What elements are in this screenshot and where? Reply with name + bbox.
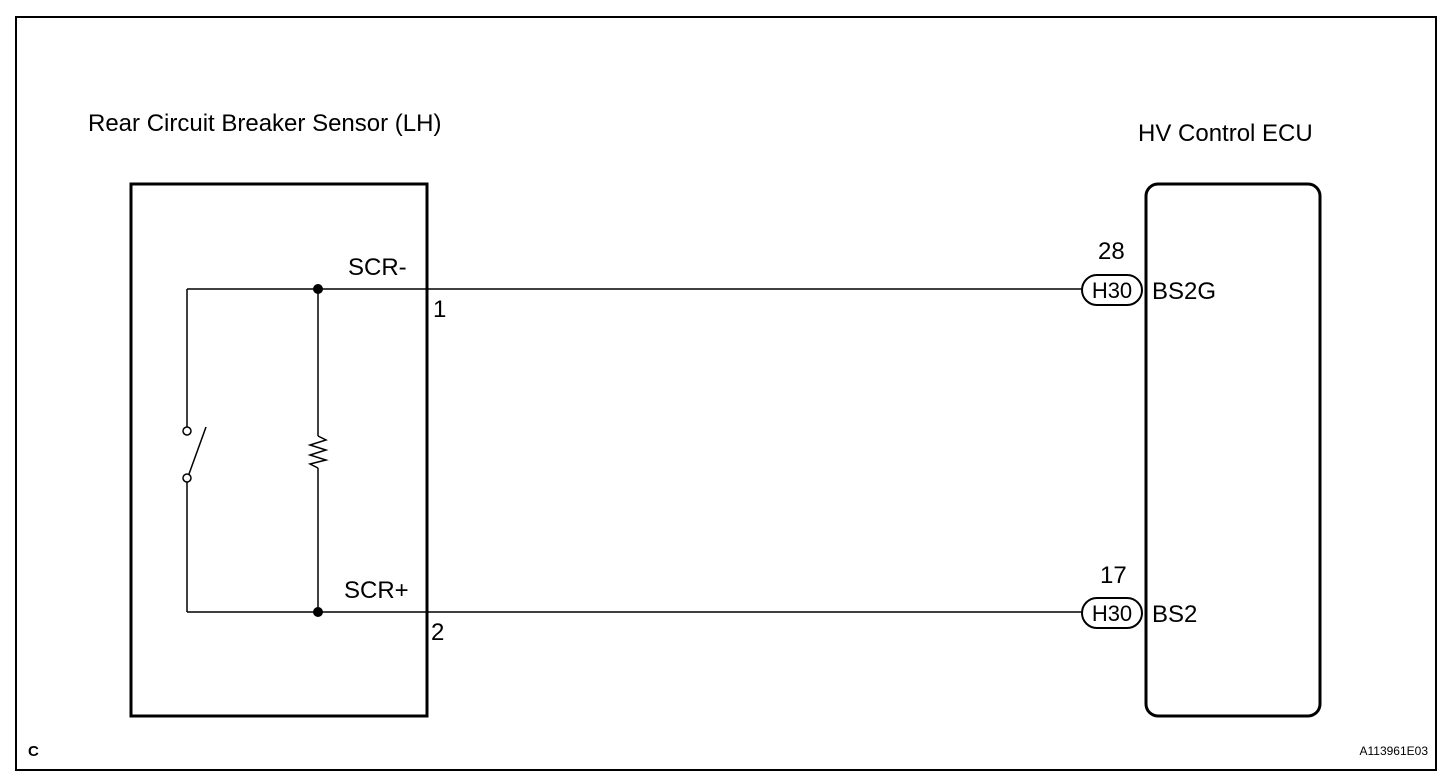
sensor-internal-circuit	[186, 288, 427, 613]
ecu-box	[1144, 182, 1322, 718]
sensor-box	[129, 182, 429, 718]
junction-dot-bottom	[313, 607, 323, 617]
connector-badge-bottom	[1081, 597, 1143, 629]
connector-label-top: H30	[1092, 278, 1132, 303]
terminal-scr-plus-label: SCR+	[344, 577, 409, 604]
terminal-pin-1: 1	[433, 296, 446, 323]
connector-label-bottom: H30	[1092, 601, 1132, 626]
switch-icon	[182, 426, 207, 483]
resistor-icon	[307, 435, 329, 469]
ecu-signal-bs2g: BS2G	[1152, 278, 1216, 305]
ecu-pin-number-bottom: 17	[1100, 562, 1127, 589]
ecu-title: HV Control ECU	[1138, 120, 1313, 147]
terminal-pin-2: 2	[431, 619, 444, 646]
connector-badge-top	[1081, 274, 1143, 306]
junction-dot-top	[313, 284, 323, 294]
ecu-pin-number-top: 28	[1098, 238, 1125, 265]
terminal-scr-minus-label: SCR-	[348, 254, 407, 281]
ecu-signal-bs2: BS2	[1152, 601, 1197, 628]
corner-letter: C	[28, 743, 39, 760]
outer-frame	[15, 16, 1437, 771]
figure-code: A113961E03	[1359, 744, 1428, 758]
sensor-title: Rear Circuit Breaker Sensor (LH)	[88, 110, 441, 137]
